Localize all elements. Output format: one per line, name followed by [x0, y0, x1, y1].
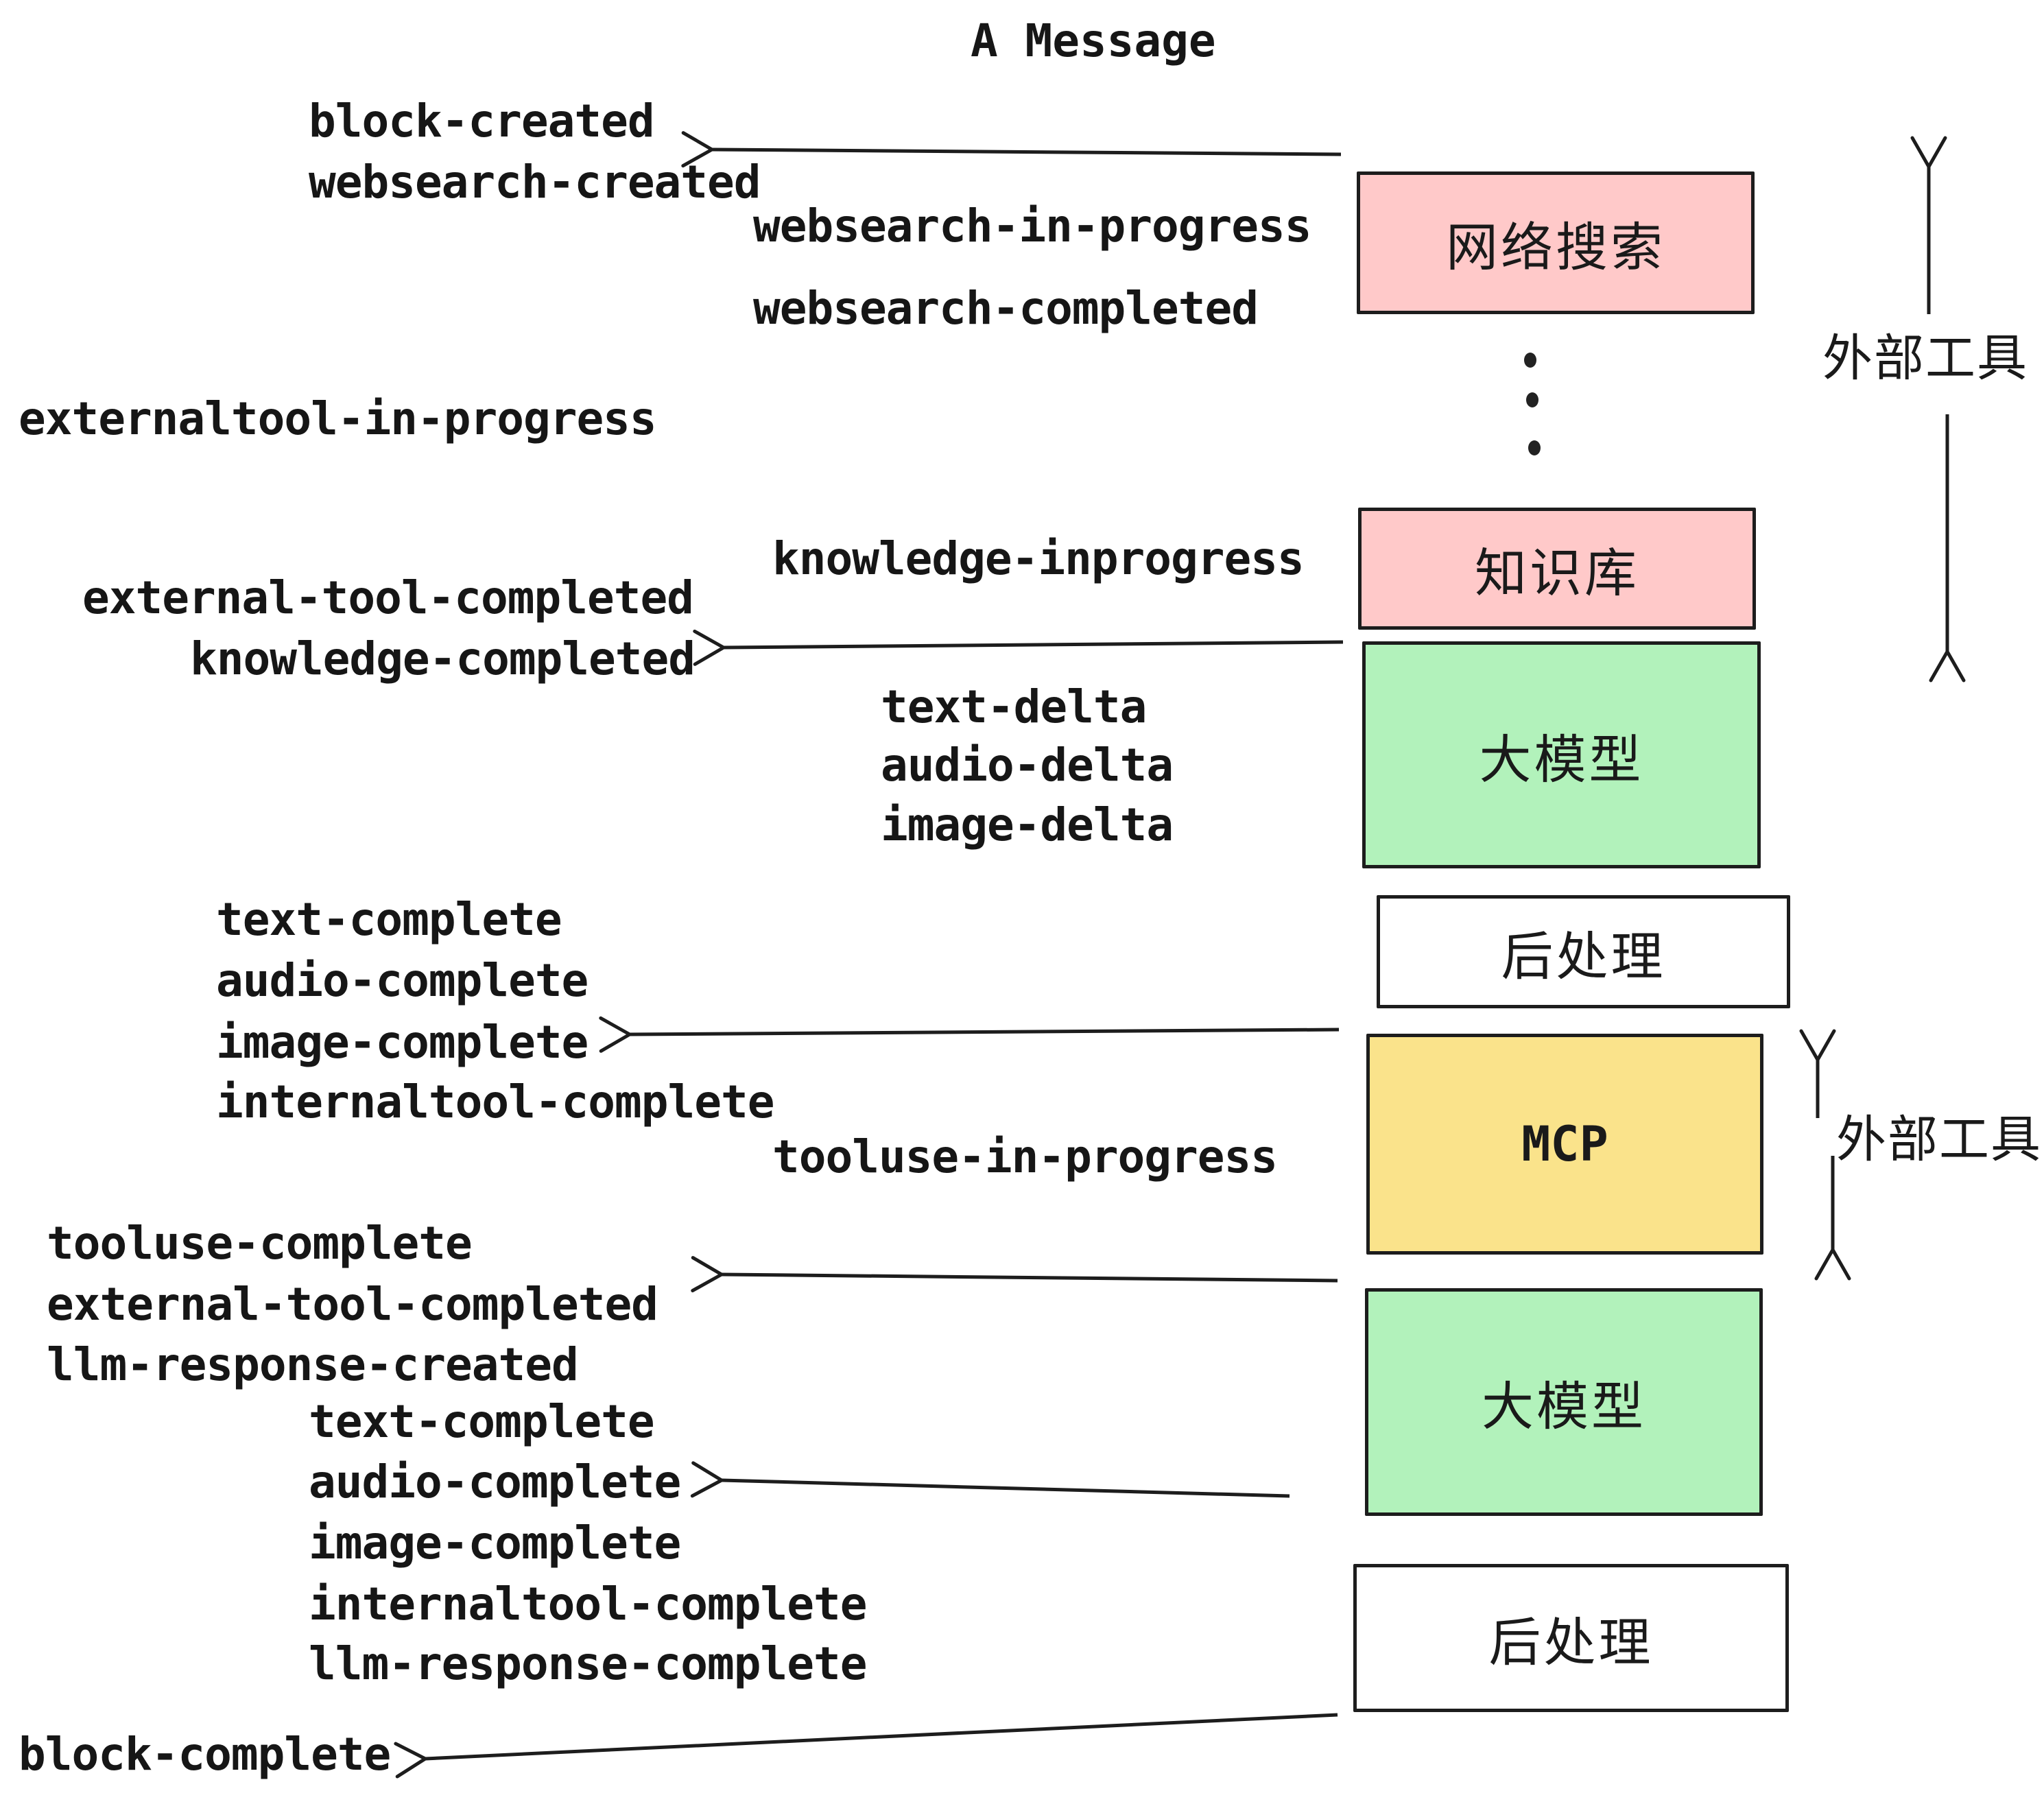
- box-llm-2: 大模型: [1365, 1288, 1763, 1516]
- event-tooluse-complete: tooluse-complete: [47, 1217, 473, 1270]
- page-title: A Message: [971, 14, 1216, 67]
- event-block-created: block-created: [309, 95, 655, 147]
- event-tooluse-in-progress: tooluse-in-progress: [772, 1130, 1278, 1183]
- event-image-complete: image-complete: [216, 1016, 589, 1069]
- event-audio-complete-2: audio-complete: [309, 1456, 681, 1508]
- arrow-to-block-created: [681, 131, 1342, 168]
- box-llm-1: 大模型: [1362, 641, 1761, 868]
- event-websearch-completed: websearch-completed: [753, 282, 1259, 335]
- event-knowledge-inprogress: knowledge-inprogress: [772, 532, 1305, 585]
- external-tools-label-top: 外部工具: [1822, 329, 2028, 388]
- event-externaltool-in-progress: externaltool-in-progress: [19, 392, 657, 445]
- box-websearch-label: 网络搜索: [1446, 217, 1665, 278]
- event-block-complete: block-complete: [19, 1728, 391, 1781]
- box-llm-1-label: 大模型: [1479, 728, 1644, 790]
- arrow-to-block-complete: [394, 1713, 1338, 1779]
- event-image-complete-2: image-complete: [309, 1517, 681, 1569]
- arrow-to-knowledge-completed: [693, 629, 1344, 666]
- box-knowledge: 知识库: [1358, 508, 1756, 630]
- event-audio-complete: audio-complete: [216, 954, 589, 1007]
- event-llm-response-complete: llm-response-complete: [309, 1637, 867, 1690]
- event-internaltool-complete: internaltool-complete: [216, 1076, 774, 1128]
- box-llm-2-label: 大模型: [1482, 1376, 1646, 1437]
- event-websearch-created: websearch-created: [309, 156, 761, 209]
- event-text-complete-2: text-complete: [309, 1395, 655, 1448]
- event-image-delta: image-delta: [881, 798, 1174, 851]
- arrow-to-image-complete: [599, 1016, 1340, 1053]
- box-post-process-1: 后处理: [1377, 895, 1790, 1008]
- box-mcp-label: MCP: [1521, 1116, 1608, 1172]
- event-text-delta: text-delta: [881, 680, 1147, 733]
- box-post-process-2-label: 后处理: [1488, 1612, 1654, 1673]
- event-audio-delta: audio-delta: [881, 739, 1174, 792]
- event-text-complete: text-complete: [216, 893, 562, 946]
- event-internaltool-complete-2: internaltool-complete: [309, 1578, 867, 1630]
- box-post-process-2: 后处理: [1353, 1564, 1789, 1712]
- event-external-tool-completed-2: external-tool-completed: [47, 1278, 658, 1331]
- ellipsis-dots: [1524, 353, 1541, 455]
- event-llm-response-created: llm-response-created: [47, 1338, 579, 1391]
- event-websearch-in-progress: websearch-in-progress: [753, 200, 1311, 252]
- arrow-to-audio-complete: [690, 1461, 1290, 1498]
- box-mcp: MCP: [1366, 1034, 1763, 1255]
- box-knowledge-label: 知识库: [1475, 543, 1639, 604]
- event-external-tool-completed: external-tool-completed: [82, 571, 694, 624]
- event-knowledge-completed: knowledge-completed: [190, 632, 696, 685]
- box-websearch: 网络搜索: [1357, 171, 1755, 314]
- arrow-to-external-tool-completed: [691, 1256, 1338, 1293]
- external-tools-label-mcp: 外部工具: [1836, 1111, 2042, 1169]
- box-post-process-1-label: 后处理: [1501, 925, 1666, 987]
